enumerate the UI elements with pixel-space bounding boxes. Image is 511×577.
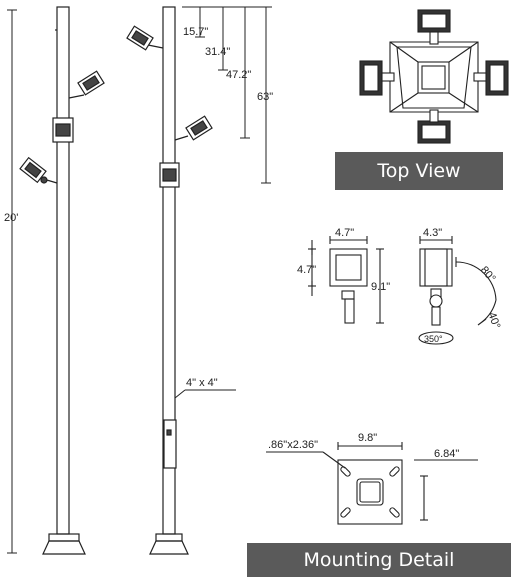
top-view-drawing	[359, 9, 509, 144]
top-view-banner: Top View	[335, 152, 503, 190]
mounting-plate	[266, 442, 478, 525]
plate-offset-label: 6.84"	[434, 448, 459, 460]
pole-height-label: 20'	[4, 212, 18, 224]
height-63-label: 63"	[257, 91, 273, 103]
pole-section-leader	[174, 389, 236, 399]
height-dimensions	[182, 6, 272, 184]
pole-section-label: 4" x 4"	[186, 377, 218, 389]
fixture-width-label: 4.7"	[335, 227, 354, 239]
pole-height-dimension	[7, 9, 17, 554]
middle-pole-camera-lower	[174, 115, 213, 141]
height-15-7-label: 15.7"	[183, 26, 208, 38]
height-47-2-label: 47.2"	[226, 69, 251, 81]
fixture-front-detail	[308, 236, 384, 324]
fixture-side-detail	[418, 236, 497, 345]
fixture-height-label: 4.7"	[297, 264, 316, 276]
plate-width-label: 9.8"	[358, 432, 377, 444]
height-31-4-label: 31.4"	[205, 46, 230, 58]
fixture-total-label: 9.1"	[371, 281, 390, 293]
fixture-depth-label: 4.3"	[423, 227, 442, 239]
left-pole	[42, 6, 86, 555]
middle-pole	[149, 6, 189, 555]
tilt-down-label: 40°	[485, 311, 502, 331]
left-pole-camera-lower	[19, 156, 58, 184]
left-pole-camera-upper	[68, 70, 105, 99]
mounting-detail-banner: Mounting Detail	[247, 543, 511, 577]
rotation-label: 350°	[424, 334, 443, 344]
middle-pole-camera-upper	[126, 25, 164, 51]
tilt-up-label: 80°	[478, 264, 498, 284]
slot-size-label: .86"x2.36"	[268, 439, 318, 451]
